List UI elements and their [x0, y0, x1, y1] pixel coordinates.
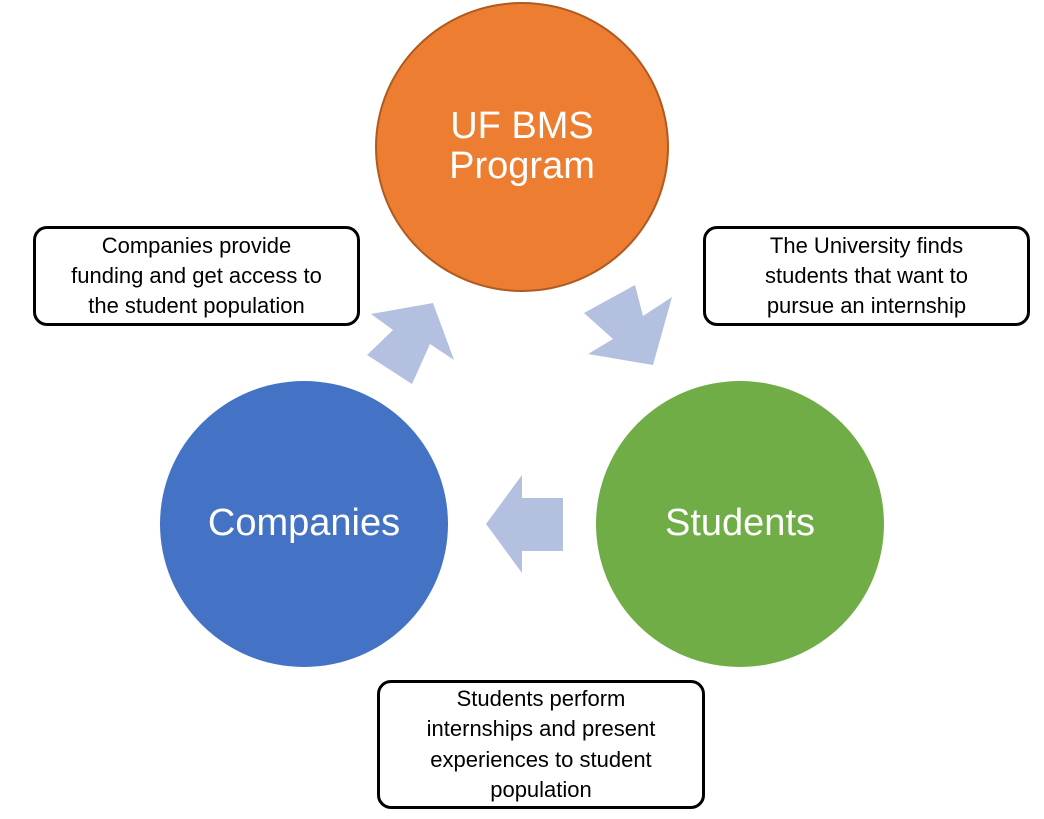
node-students-label: Students: [665, 502, 815, 545]
callout-students-to-companies: Students perform internships and present…: [377, 680, 705, 809]
node-uf-bms-program-label-line2: Program: [449, 145, 595, 187]
node-students: Students: [596, 381, 884, 667]
callout-companies-to-program-line3: the student population: [88, 293, 305, 319]
callout-students-to-companies-line1: Students perform: [456, 686, 626, 712]
arrow-companies-to-program: [367, 303, 454, 384]
callout-students-to-companies-line2: internships and present: [426, 716, 656, 742]
callout-companies-to-program: Companies provide funding and get access…: [33, 226, 360, 326]
callout-companies-to-program-line1: Companies provide: [101, 232, 292, 258]
node-uf-bms-program-label: UF BMS Program: [449, 105, 595, 187]
node-uf-bms-program: UF BMS Program: [375, 2, 669, 292]
node-companies: Companies: [160, 381, 448, 667]
callout-students-to-companies-line4: population: [490, 776, 592, 802]
arrow-program-to-students: [584, 285, 672, 365]
callout-students-to-companies-line3: experiences to student: [430, 746, 652, 772]
arrow-students-to-companies: [486, 475, 563, 573]
callout-program-to-students-line1: The University finds: [769, 232, 964, 258]
node-uf-bms-program-label-line1: UF BMS: [450, 105, 594, 148]
node-companies-label: Companies: [207, 502, 401, 545]
callout-program-to-students-line3: pursue an internship: [766, 293, 967, 319]
callout-program-to-students: The University finds students that want …: [703, 226, 1030, 326]
callout-program-to-students-line2: students that want to: [764, 262, 969, 288]
callout-companies-to-program-line2: funding and get access to: [71, 262, 322, 288]
